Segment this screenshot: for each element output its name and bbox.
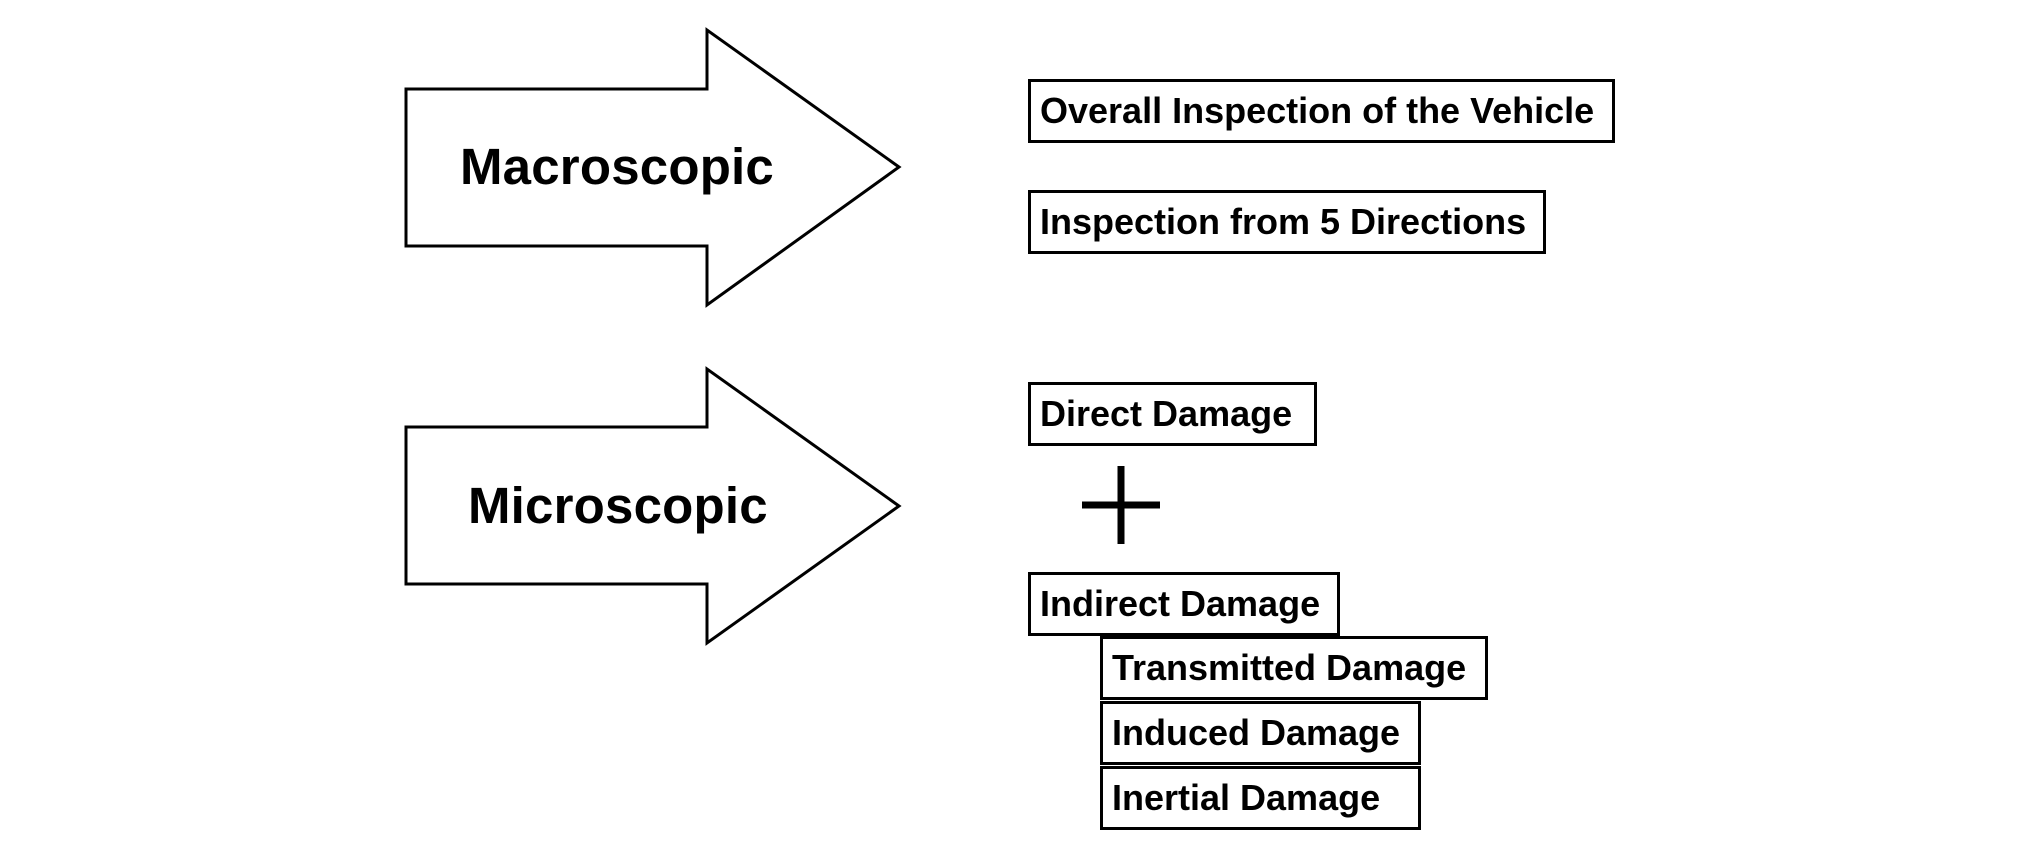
induced-damage-box: Induced Damage: [1100, 701, 1421, 765]
indirect-damage-box: Indirect Damage: [1028, 572, 1340, 636]
microscopic-label: Microscopic: [468, 477, 768, 534]
direct-damage-box: Direct Damage: [1028, 382, 1317, 446]
five-directions-inspection-box: Inspection from 5 Directions: [1028, 190, 1546, 254]
transmitted-damage-box: Transmitted Damage: [1100, 636, 1488, 700]
plus-icon: [1082, 466, 1160, 544]
overall-inspection-box: Overall Inspection of the Vehicle: [1028, 79, 1615, 143]
macroscopic-label: Macroscopic: [460, 138, 774, 195]
inertial-damage-box: Inertial Damage: [1100, 766, 1421, 830]
